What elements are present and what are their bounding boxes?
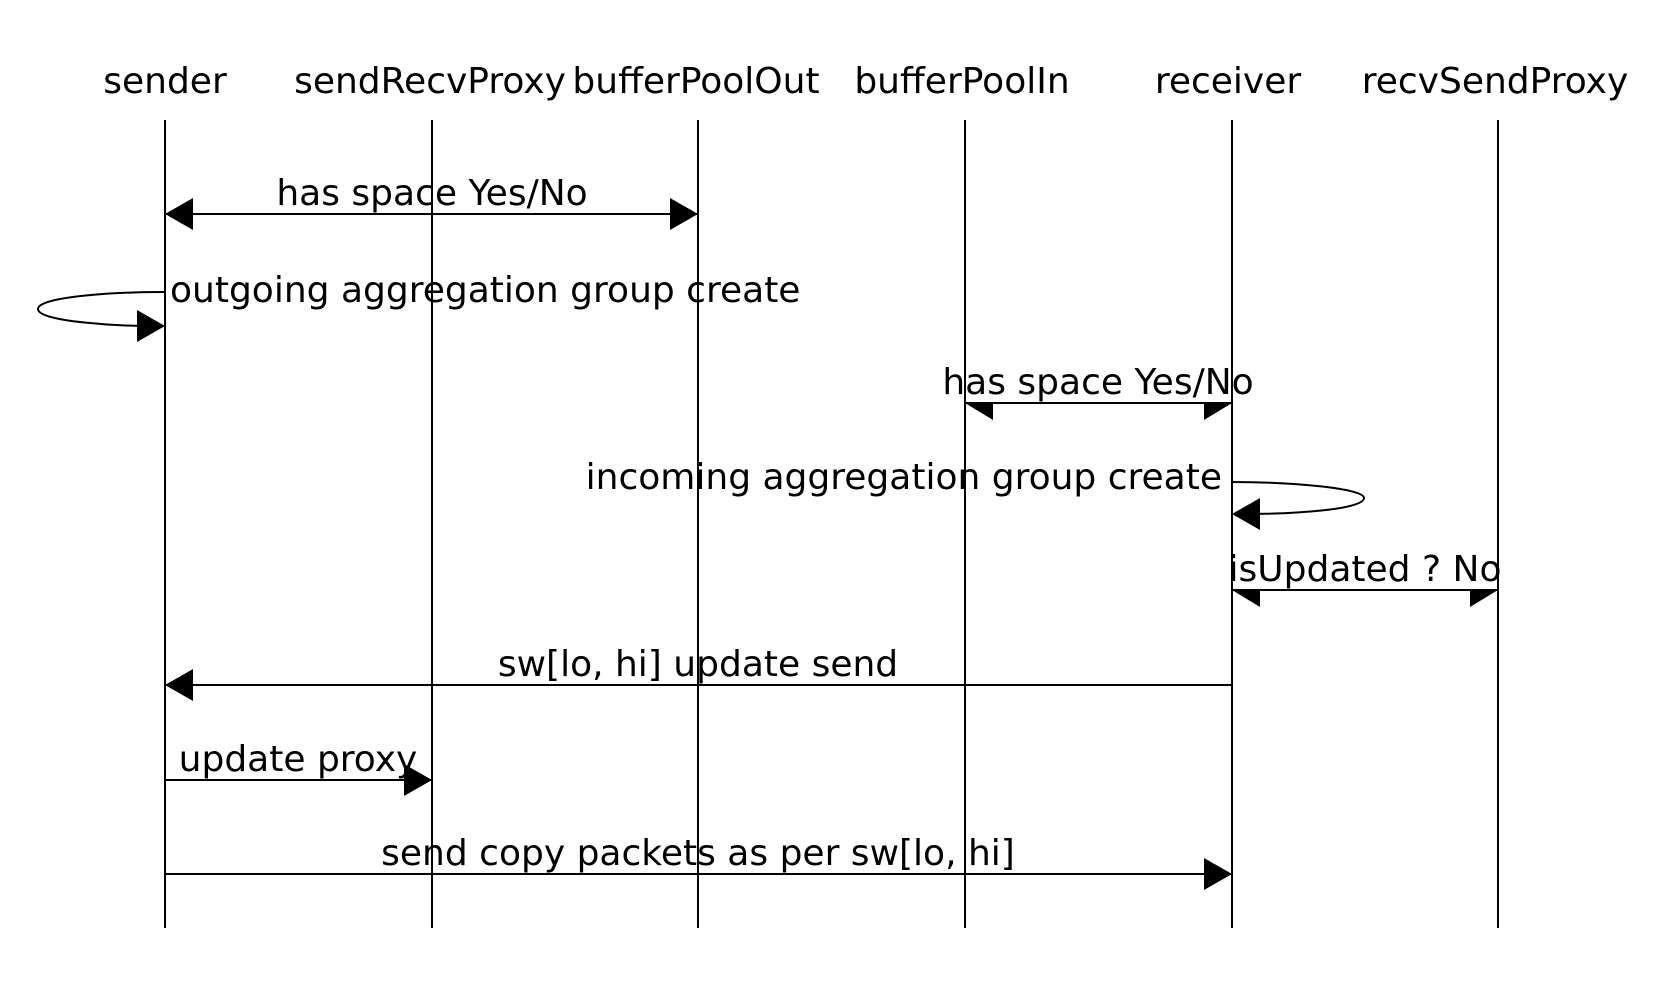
arrowhead-right-icon	[670, 198, 698, 230]
lifelines	[164, 120, 1499, 928]
message-label: has space Yes/No	[942, 362, 1253, 403]
arrowhead-right-icon	[404, 764, 432, 796]
participant-label-sender: sender	[103, 61, 227, 102]
message-label: incoming aggregation group create	[586, 457, 1222, 498]
message-has-space-out: has space Yes/No	[165, 173, 698, 230]
arrowhead-left-icon	[965, 403, 993, 420]
message-label: send copy packets as per sw[lo, hi]	[381, 833, 1015, 874]
message-is-updated: isUpdated ? No	[1229, 549, 1502, 607]
arrowhead-right-icon	[1204, 858, 1232, 890]
participant-label-sendRecvProxy: sendRecvProxy	[294, 61, 566, 102]
message-label: sw[lo, hi] update send	[498, 644, 898, 685]
participant-label-bufferPoolIn: bufferPoolIn	[854, 61, 1069, 102]
message-label: update proxy	[179, 739, 418, 780]
arrowhead-left-icon	[165, 669, 193, 701]
message-has-space-in: has space Yes/No	[942, 362, 1254, 420]
participant-label-bufferPoolOut: bufferPoolOut	[572, 61, 819, 102]
arrowhead-left-icon	[1232, 498, 1260, 530]
self-loop	[36, 291, 166, 327]
participant-label-receiver: receiver	[1155, 61, 1302, 102]
arrowhead-right-icon	[137, 310, 165, 342]
arrowhead-left-icon	[1232, 590, 1260, 607]
message-send-copy-packets: send copy packets as per sw[lo, hi]	[165, 833, 1232, 890]
arrowhead-right-icon	[1470, 590, 1498, 607]
message-incoming-group-create: incoming aggregation group create	[586, 457, 1366, 530]
message-label: isUpdated ? No	[1229, 549, 1502, 590]
self-loop	[1231, 481, 1366, 515]
message-outgoing-group-create: outgoing aggregation group create	[36, 270, 800, 342]
message-sw-update-send: sw[lo, hi] update send	[165, 644, 1232, 701]
message-update-proxy: update proxy	[165, 739, 432, 796]
arrowhead-left-icon	[165, 198, 193, 230]
message-label: outgoing aggregation group create	[170, 270, 800, 311]
arrowhead-right-icon	[1204, 403, 1232, 420]
participant-label-recvSendProxy: recvSendProxy	[1362, 61, 1629, 102]
message-label: has space Yes/No	[276, 173, 587, 214]
